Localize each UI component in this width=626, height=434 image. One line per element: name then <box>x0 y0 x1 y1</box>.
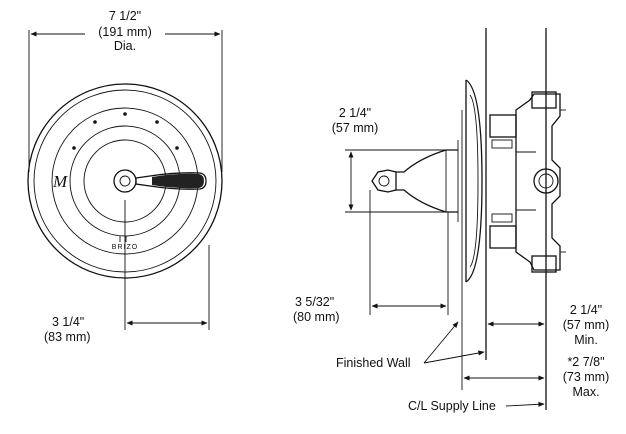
handle-body-profile <box>395 149 458 213</box>
valve-outlet <box>533 168 559 194</box>
valve-upper-nut <box>489 114 517 138</box>
lever-handle-insert <box>152 173 204 189</box>
handle-height-metric: (57 mm) <box>332 121 379 135</box>
diameter-note: Dia. <box>114 39 136 53</box>
diameter-metric: (191 mm) <box>98 25 151 39</box>
max-note: Max. <box>572 385 599 399</box>
side-view: 2 1/4" (57 mm) 3 5/32" (80 mm) 2 1/4" (5… <box>293 28 609 413</box>
diameter-value: 7 1/2" <box>109 9 141 23</box>
trim-plate-screws <box>72 112 179 150</box>
trim-plate-bevel <box>469 94 479 268</box>
handle-hub-cap <box>119 175 131 187</box>
min-metric: (57 mm) <box>563 318 610 332</box>
valve-outlet-bore <box>538 173 554 189</box>
handle-height-value: 2 1/4" <box>339 106 371 120</box>
brand-logo: BRIZO <box>112 244 138 251</box>
valve-body <box>489 91 566 273</box>
lever-handle <box>135 172 207 190</box>
handle-hub <box>113 169 137 193</box>
valve-lower-nut <box>489 225 517 249</box>
supply-port-bottom <box>531 255 557 273</box>
offset-metric: (83 mm) <box>44 330 91 344</box>
supply-line-leader <box>505 401 545 407</box>
supply-line-label: C/L Supply Line <box>408 399 496 413</box>
finished-wall-leader-2 <box>423 350 485 364</box>
handle-knob-cap <box>378 175 390 187</box>
valve-casting <box>515 93 561 271</box>
max-value: *2 7/8" <box>567 355 604 369</box>
valve-upper-bracket <box>491 139 513 149</box>
handle-depth-value: 3 5/32" <box>295 295 334 309</box>
supply-port-top <box>531 91 557 109</box>
monogram-logo: M <box>52 172 68 191</box>
max-metric: (73 mm) <box>563 370 610 384</box>
offset-value: 3 1/4" <box>52 315 84 329</box>
finished-wall-label: Finished Wall <box>336 356 411 370</box>
front-view: 7 1/2" (191 mm) Dia. M BRIZO <box>27 9 223 344</box>
finished-wall-leader-1 <box>423 321 459 364</box>
handle-depth-metric: (80 mm) <box>293 310 340 324</box>
min-note: Min. <box>574 333 598 347</box>
handle-knob <box>371 169 397 193</box>
valve-lower-bracket <box>491 213 513 223</box>
min-value: 2 1/4" <box>570 303 602 317</box>
trim-plate-profile <box>465 79 483 283</box>
